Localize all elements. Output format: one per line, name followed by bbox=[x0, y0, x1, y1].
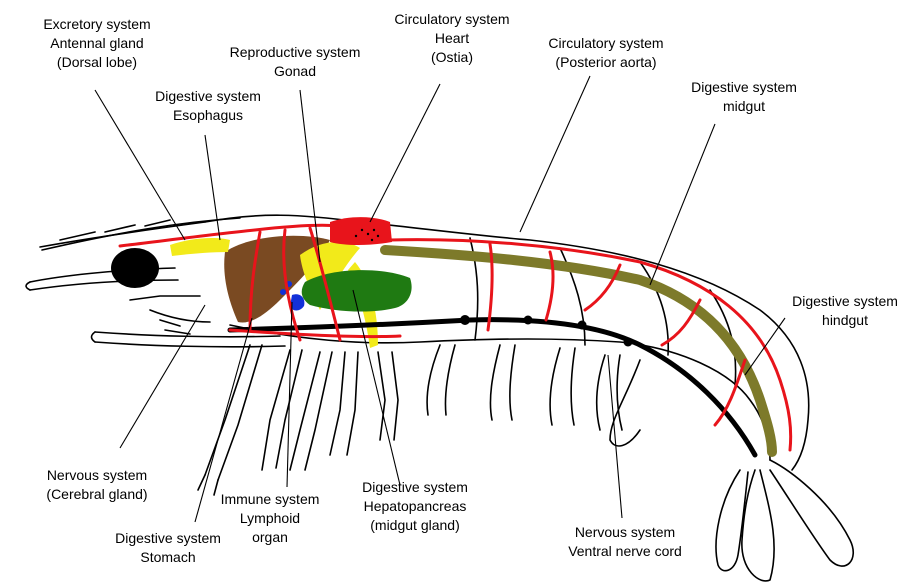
label-reproductive-gonad: Reproductive system Gonad bbox=[210, 43, 380, 81]
label-line: Nervous system bbox=[22, 466, 172, 485]
label-line: Ventral nerve cord bbox=[540, 542, 710, 561]
label-line: Circulatory system bbox=[526, 34, 686, 53]
midgut-band bbox=[385, 250, 772, 452]
eye bbox=[111, 248, 159, 288]
label-immune-lymphoid: Immune system Lymphoid organ bbox=[205, 490, 335, 547]
label-line: (Ostia) bbox=[372, 48, 532, 67]
label-line: Lymphoid bbox=[205, 509, 335, 528]
lymphoid-spot bbox=[280, 289, 286, 295]
esophagus-organ bbox=[170, 238, 230, 256]
label-line: Digestive system bbox=[770, 292, 920, 311]
label-line: hindgut bbox=[770, 311, 920, 330]
label-line: Stomach bbox=[88, 548, 248, 567]
label-line: (Dorsal lobe) bbox=[12, 53, 182, 72]
label-line: Circulatory system bbox=[372, 10, 532, 29]
label-line: (midgut gland) bbox=[335, 516, 495, 535]
heart-organ bbox=[330, 217, 392, 245]
label-circulatory-aorta: Circulatory system (Posterior aorta) bbox=[526, 34, 686, 72]
label-line: (Posterior aorta) bbox=[526, 53, 686, 72]
label-nervous-ventral-cord: Nervous system Ventral nerve cord bbox=[540, 523, 710, 561]
label-line: midgut bbox=[664, 97, 824, 116]
label-line: Heart bbox=[372, 29, 532, 48]
label-line: Excretory system bbox=[12, 15, 182, 34]
label-line: Hepatopancreas bbox=[335, 497, 495, 516]
label-digestive-esophagus: Digestive system Esophagus bbox=[128, 87, 288, 125]
label-digestive-hepatopancreas: Digestive system Hepatopancreas (midgut … bbox=[335, 478, 495, 535]
label-digestive-midgut: Digestive system midgut bbox=[664, 78, 824, 116]
label-line: Immune system bbox=[205, 490, 335, 509]
label-line: Reproductive system bbox=[210, 43, 380, 62]
label-line: organ bbox=[205, 528, 335, 547]
label-line: Esophagus bbox=[128, 106, 288, 125]
label-line: Antennal gland bbox=[12, 34, 182, 53]
label-line: Digestive system bbox=[335, 478, 495, 497]
label-line: Gonad bbox=[210, 62, 380, 81]
label-line: Nervous system bbox=[540, 523, 710, 542]
label-excretory-antennal-gland: Excretory system Antennal gland (Dorsal … bbox=[12, 15, 182, 72]
label-line: (Cerebral gland) bbox=[22, 485, 172, 504]
label-nervous-cerebral: Nervous system (Cerebral gland) bbox=[22, 466, 172, 504]
label-circulatory-heart: Circulatory system Heart (Ostia) bbox=[372, 10, 532, 67]
label-line: Digestive system bbox=[664, 78, 824, 97]
label-digestive-hindgut: Digestive system hindgut bbox=[770, 292, 920, 330]
label-line: Digestive system bbox=[128, 87, 288, 106]
